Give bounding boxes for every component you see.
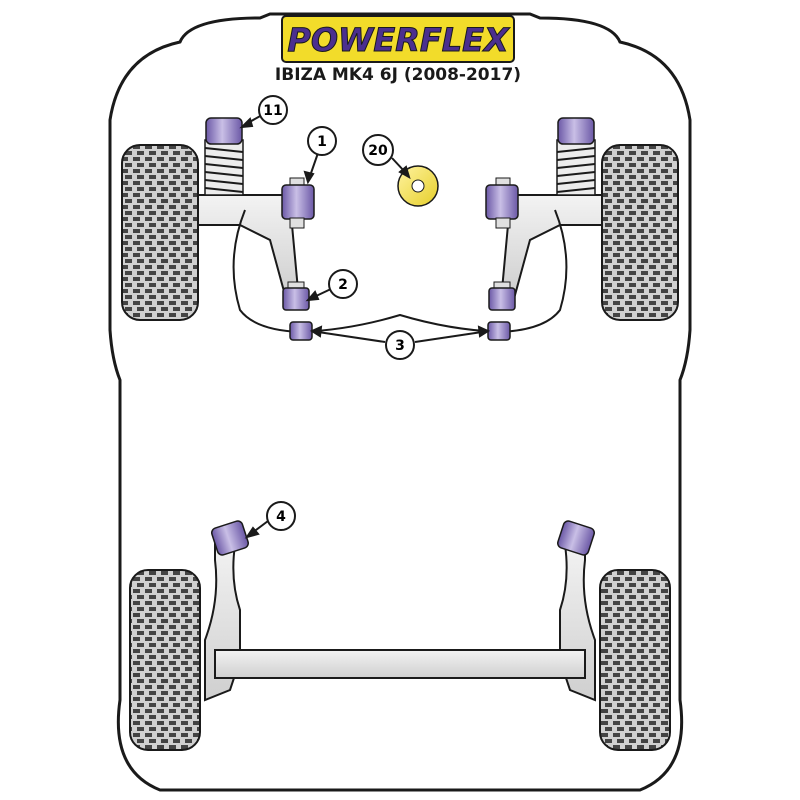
callout-4-label: 4 bbox=[276, 509, 286, 525]
callout-2: 2 bbox=[328, 269, 358, 299]
rear-beam-bushing-left bbox=[211, 520, 249, 556]
callout-11-label: 11 bbox=[263, 103, 282, 119]
callout-arrows bbox=[239, 114, 491, 539]
callout-1-label: 1 bbox=[317, 134, 327, 150]
anti-roll-bar-bushing-right bbox=[487, 321, 511, 341]
callout-20: 20 bbox=[362, 134, 394, 166]
callout-4: 4 bbox=[266, 501, 296, 531]
anti-roll-bar bbox=[232, 209, 568, 334]
wishbone-front-bushing-left bbox=[281, 177, 315, 229]
callout-2-label: 2 bbox=[338, 277, 348, 293]
car-body-outline bbox=[108, 12, 692, 792]
wishbone-rear-bushing-right bbox=[488, 281, 516, 311]
powerflex-logo: POWERFLEX bbox=[281, 15, 515, 63]
rear-twist-beam bbox=[214, 649, 586, 679]
callout-11: 11 bbox=[258, 95, 288, 125]
logo-text: POWERFLEX bbox=[287, 21, 510, 59]
rear-right-tire bbox=[599, 569, 671, 751]
callout-3: 3 bbox=[385, 330, 415, 360]
vehicle-subtitle: IBIZA MK4 6J (2008-2017) bbox=[275, 65, 521, 85]
front-left-spring bbox=[204, 139, 244, 196]
rear-left-tire bbox=[129, 569, 201, 751]
wishbone-front-bushing-right bbox=[485, 177, 519, 229]
callout-3-label: 3 bbox=[395, 338, 405, 354]
callout-1: 1 bbox=[307, 126, 337, 156]
front-right-tire bbox=[601, 144, 679, 321]
front-left-tire bbox=[121, 144, 199, 321]
rear-beam-bushing-right bbox=[557, 520, 595, 556]
top-mount-bushing-left bbox=[205, 117, 243, 145]
front-right-spring bbox=[556, 139, 596, 196]
callout-20-label: 20 bbox=[368, 143, 388, 159]
anti-roll-bar-bushing-left bbox=[289, 321, 313, 341]
top-mount-bushing-right bbox=[557, 117, 595, 145]
